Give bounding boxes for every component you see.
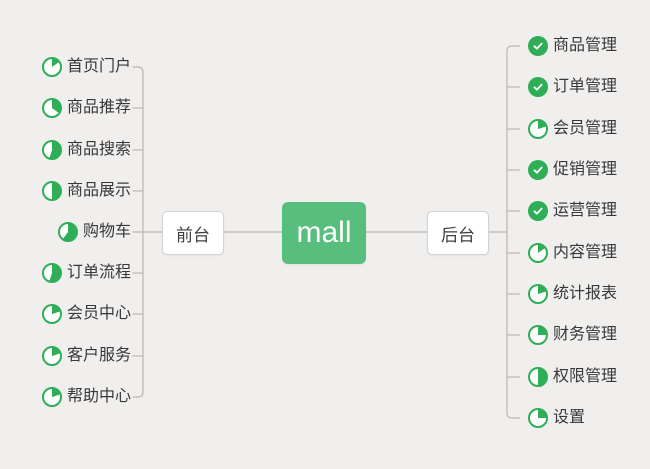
topic-content-management[interactable]: 内容管理 [528,242,617,264]
topic-label: 帮助中心 [66,388,131,405]
progress-pie-icon [41,57,62,77]
progress-pie-icon [41,387,62,407]
topic-order-flow[interactable]: 订单流程 [41,262,131,284]
check-icon [528,36,548,56]
progress-pie-icon [528,243,548,263]
progress-pie-icon [41,140,62,160]
root-node-label: mall [296,216,352,249]
branch-node-label: 前台 [176,225,210,245]
progress-pie-icon [41,304,62,324]
topic-label: 客户服务 [66,347,131,364]
progress-pie-icon [528,367,548,387]
branch-node-backend[interactable]: 后台 [427,211,489,255]
topic-finance-management[interactable]: 财务管理 [528,324,617,346]
topic-label: 购物车 [82,223,131,240]
check-icon [528,77,548,97]
topic-label: 商品展示 [66,182,131,199]
check-icon [528,201,548,221]
topic-label: 商品搜索 [66,141,131,158]
topic-label: 会员管理 [553,120,618,137]
progress-pie-icon [528,408,548,428]
check-icon [528,160,548,180]
progress-pie-icon [528,284,548,304]
topic-customer-service[interactable]: 客户服务 [41,345,131,367]
progress-pie-icon [41,98,62,118]
topic-label: 会员中心 [66,305,131,322]
root-node-mall[interactable]: mall [282,202,366,264]
topic-label: 商品推荐 [66,99,131,116]
topic-homepage-portal[interactable]: 首页门户 [41,56,131,78]
topic-operation-management[interactable]: 运营管理 [528,200,617,222]
topic-label: 订单流程 [66,264,131,281]
branch-node-label: 后台 [441,225,475,245]
topic-label: 权限管理 [553,368,618,385]
topic-member-center[interactable]: 会员中心 [41,303,131,325]
progress-pie-icon [41,181,62,201]
progress-pie-icon [41,346,62,366]
topic-settings[interactable]: 设置 [528,407,585,429]
topic-help-center[interactable]: 帮助中心 [41,386,131,408]
topic-label: 设置 [553,409,586,426]
topic-label: 统计报表 [553,285,618,302]
branch-node-frontend[interactable]: 前台 [162,211,224,255]
topic-member-management[interactable]: 会员管理 [528,118,617,140]
topic-product-recommend[interactable]: 商品推荐 [41,97,131,119]
topic-label: 促销管理 [553,161,618,178]
topic-label: 内容管理 [553,244,618,261]
topic-promotion-management[interactable]: 促销管理 [528,159,617,181]
topic-label: 运营管理 [553,202,618,219]
topic-label: 财务管理 [553,326,618,343]
topic-label: 首页门户 [66,58,131,75]
progress-pie-icon [57,222,78,242]
topic-label: 订单管理 [553,78,618,95]
progress-pie-icon [528,325,548,345]
progress-pie-icon [528,119,548,139]
topic-order-management[interactable]: 订单管理 [528,76,617,98]
topic-product-display[interactable]: 商品展示 [41,180,131,202]
topic-shopping-cart[interactable]: 购物车 [57,221,131,243]
topic-product-management[interactable]: 商品管理 [528,35,617,57]
topic-permission-management[interactable]: 权限管理 [528,366,617,388]
topic-label: 商品管理 [553,37,618,54]
topic-statistics-report[interactable]: 统计报表 [528,283,617,305]
progress-pie-icon [41,263,62,283]
topic-product-search[interactable]: 商品搜索 [41,139,131,161]
